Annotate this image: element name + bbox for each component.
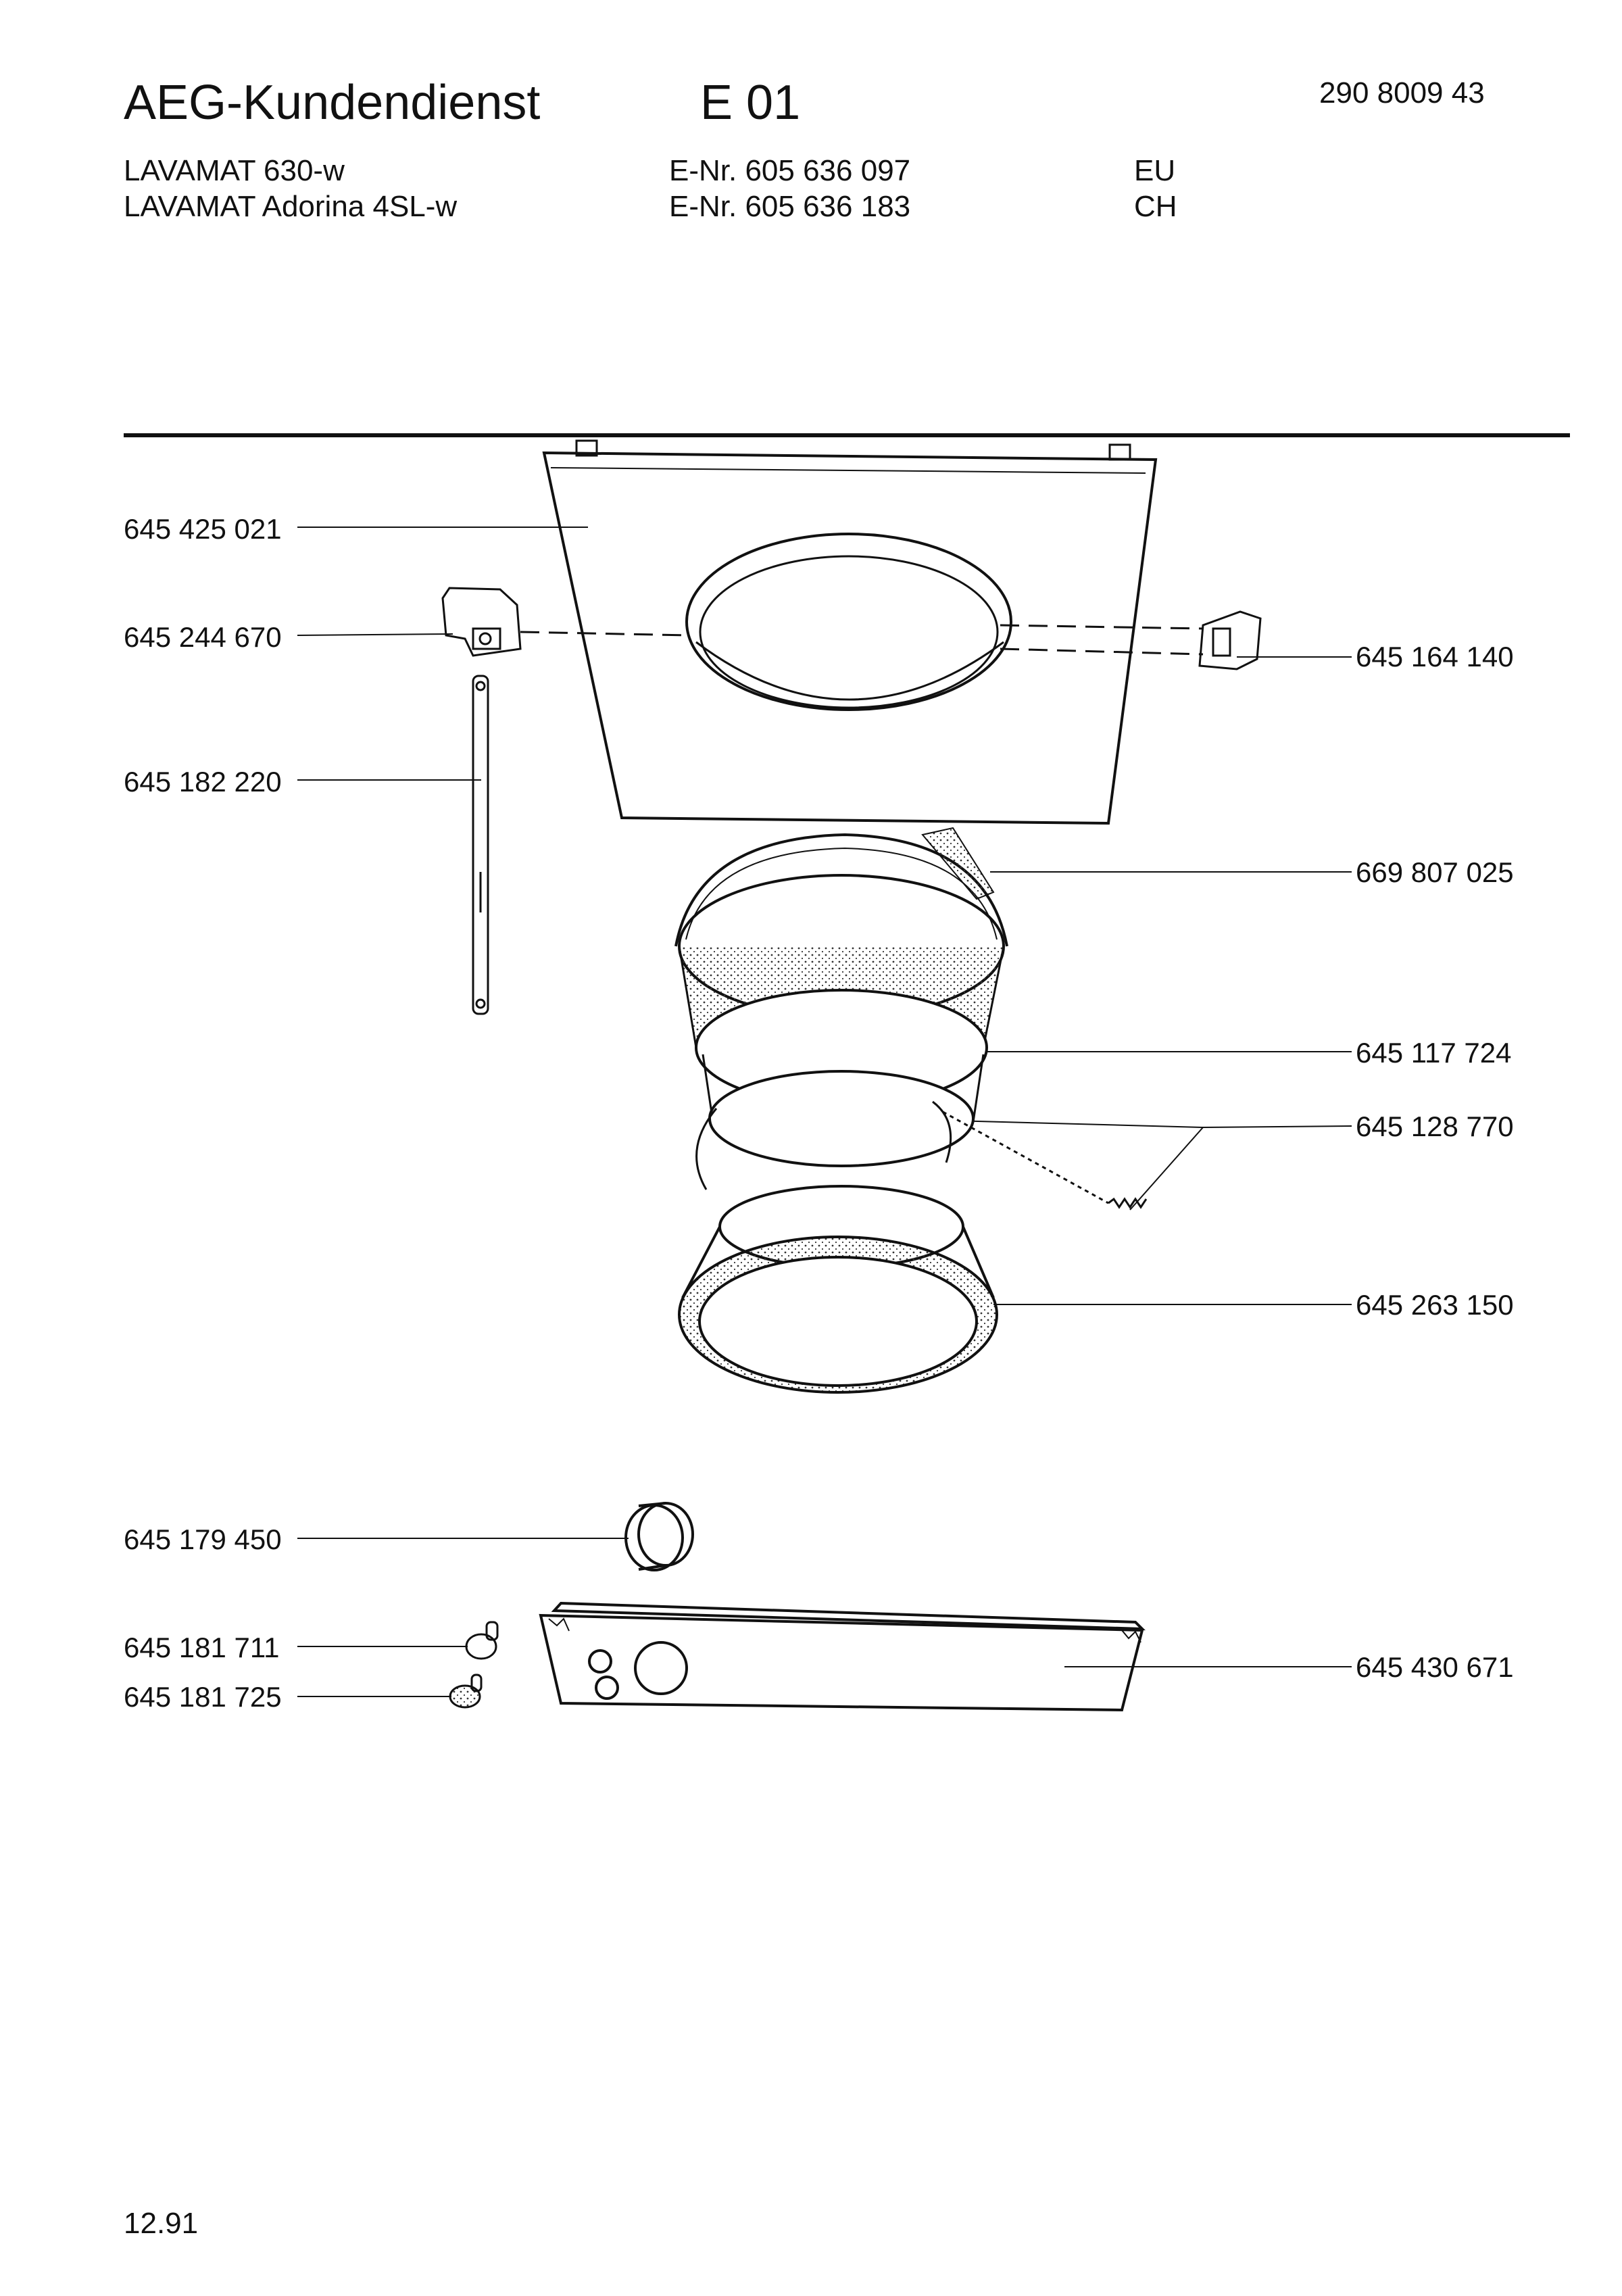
model-enr-2: E-Nr. 605 636 183 (669, 190, 911, 223)
model-region-1: EU (1134, 154, 1176, 187)
model-region-2: CH (1134, 190, 1177, 223)
leader-lines (297, 527, 1352, 1697)
model-name-2: LAVAMAT Adorina 4SL-w (124, 190, 458, 223)
header-rule (124, 433, 1570, 437)
label-knob-2: 645 181 725 (124, 1681, 282, 1713)
clamp-band-part (674, 827, 1008, 947)
door-funnel-part (678, 1185, 998, 1394)
door-seal-part (678, 874, 1005, 1167)
model-enr-1: E-Nr. 605 636 097 (669, 154, 911, 187)
door-hinge-left-part (441, 587, 690, 657)
page-title: AEG-Kundendienst (124, 76, 541, 130)
door-lock-part (1000, 610, 1262, 670)
label-door-seal: 645 117 724 (1356, 1037, 1512, 1069)
label-plinth-panel: 645 430 671 (1356, 1651, 1514, 1683)
document-number: 290 8009 43 (1319, 76, 1485, 109)
drain-cap-part (624, 1502, 694, 1571)
hinge-bar-part (472, 675, 489, 1015)
label-drain-cap: 645 179 450 (124, 1523, 282, 1555)
label-door-hinge-left: 645 244 670 (124, 621, 282, 653)
label-door-funnel: 645 263 150 (1356, 1289, 1514, 1321)
spring-wire-part (695, 1100, 1148, 1209)
plinth-panel-part (539, 1601, 1146, 1712)
knob-parts (449, 1621, 499, 1709)
section-code: E 01 (700, 76, 801, 130)
label-door-lock: 645 164 140 (1356, 641, 1514, 673)
label-spring-wire: 645 128 770 (1356, 1110, 1514, 1142)
label-knob-1: 645 181 711 (124, 1632, 280, 1663)
label-hinge-bar: 645 182 220 (124, 766, 282, 798)
label-front-panel: 645 425 021 (124, 513, 282, 545)
footer-date: 12.91 (124, 2207, 199, 2240)
model-name-1: LAVAMAT 630-w (124, 154, 345, 187)
label-clamp-band: 669 807 025 (1356, 856, 1514, 888)
front-panel-part (542, 439, 1158, 825)
